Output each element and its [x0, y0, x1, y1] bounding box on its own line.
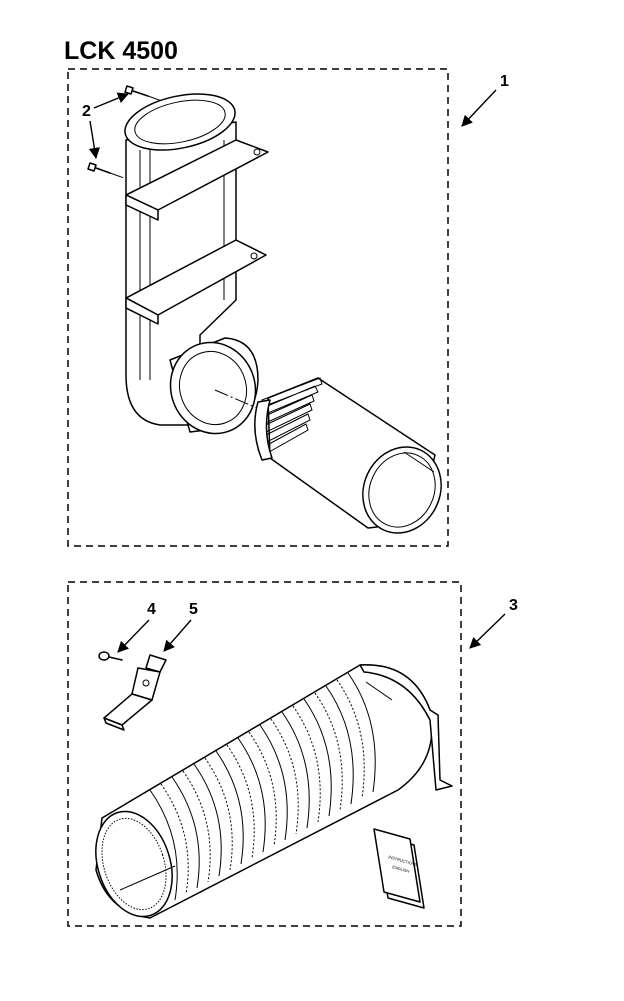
kit-1-boundary [67, 68, 449, 547]
screw-icon [98, 651, 123, 661]
flexible-duct-icon [95, 664, 453, 919]
callout-4-leader [117, 619, 150, 653]
callout-3: 3 [509, 597, 518, 614]
callout-2-leader-upper [93, 92, 130, 109]
callout-2: 2 [82, 103, 91, 120]
screw-icon [87, 162, 125, 179]
callout-5: 5 [189, 601, 198, 618]
callout-1-leader [461, 89, 497, 127]
kit-1-group: 1 2 [67, 68, 509, 547]
callout-4: 4 [147, 601, 156, 618]
callout-2-leader-lower [88, 120, 100, 160]
booklet-line-2: ENGLISH [392, 864, 410, 874]
screw-icon [124, 85, 166, 103]
kit-3-group: 3 4 5 [67, 581, 518, 927]
diagram-title: LCK 4500 [64, 37, 178, 65]
callout-1: 1 [500, 73, 509, 90]
duct-section-icon [254, 377, 442, 534]
callout-3-leader [469, 613, 506, 649]
kit-3-boundary [67, 581, 462, 927]
instruction-booklet-icon: INSTRUCTIONS ENGLISH [373, 828, 425, 909]
clamp-icon [103, 654, 167, 731]
vent-periscope-icon [124, 93, 286, 435]
callout-5-leader [163, 619, 192, 652]
